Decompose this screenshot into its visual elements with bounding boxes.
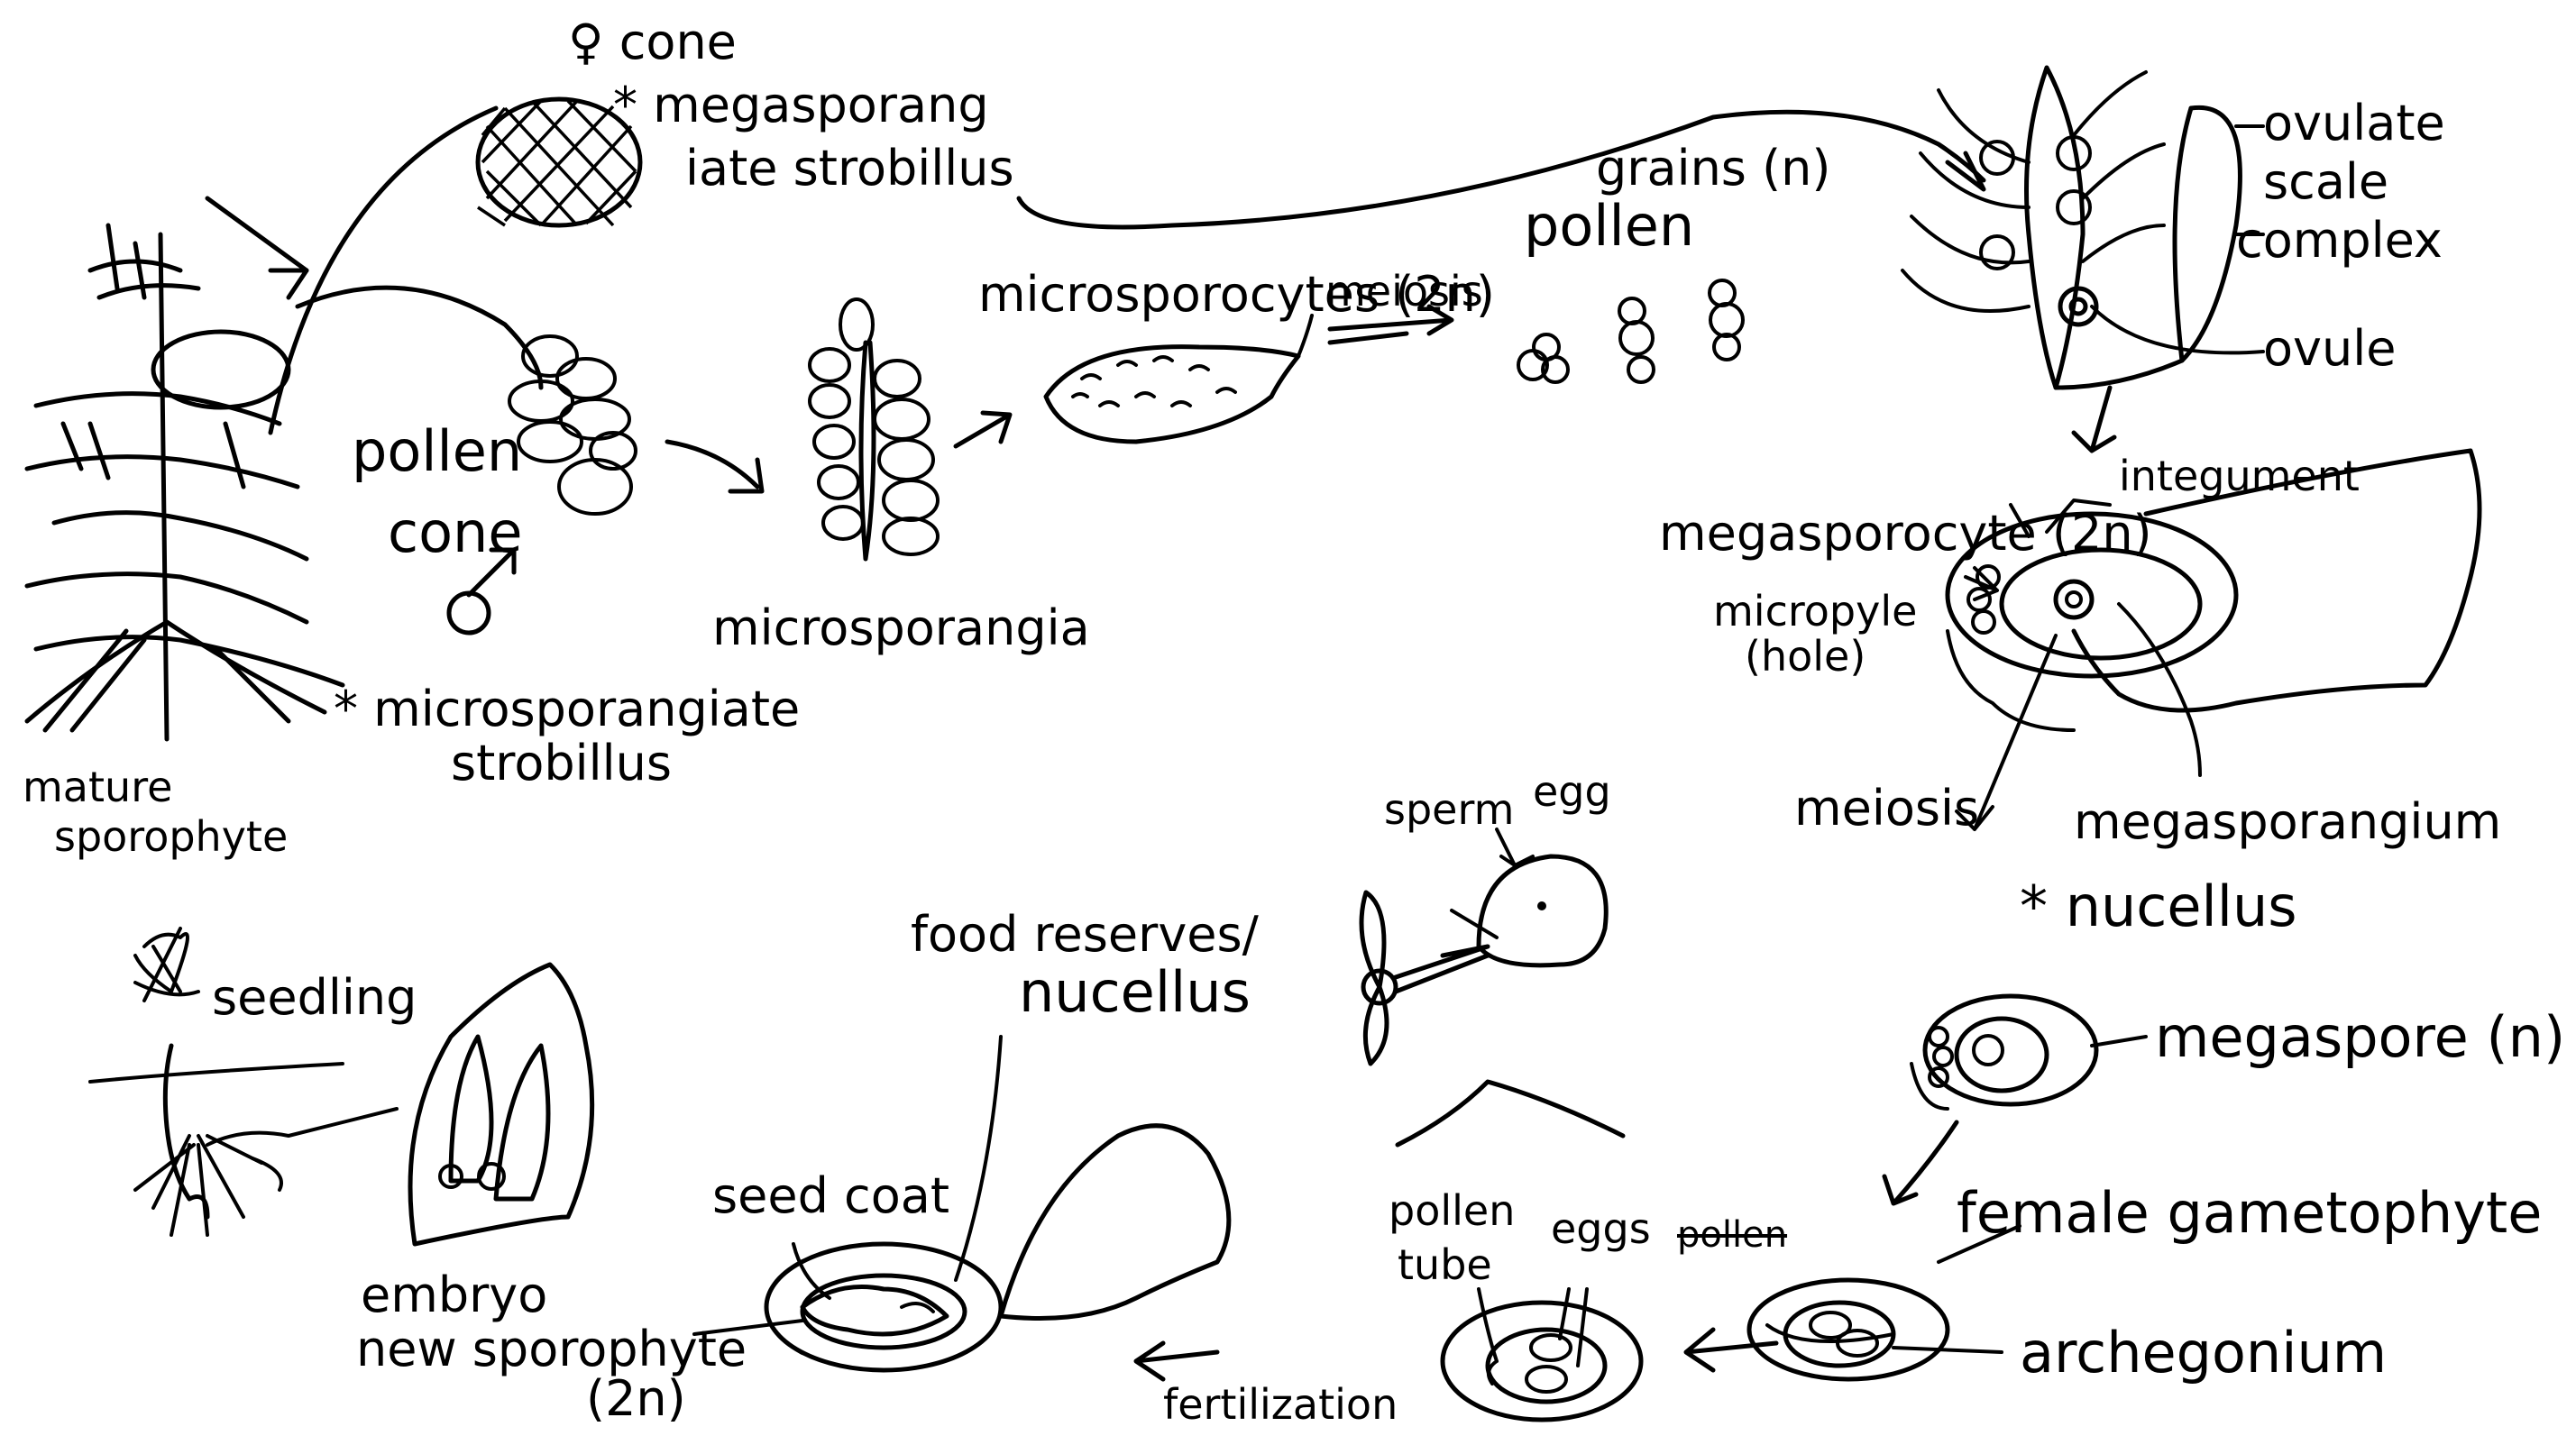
arrow-to-microsporangia <box>665 439 760 489</box>
label-pollen-cone-b: cone <box>388 499 523 565</box>
label-meiosis-right: meiosis <box>1794 780 1980 837</box>
label-ovulate-b: scale <box>2263 153 2389 210</box>
label-megasporocyte: megasporocyte (2n) <box>1659 505 2152 562</box>
label-microsporangiate-a: * microsporangiate <box>334 681 801 737</box>
line-food-reserves <box>954 1035 1003 1282</box>
label-embryo-b: new sporophyte <box>356 1321 747 1377</box>
arrow-to-female-gametophyte <box>1882 1120 1959 1206</box>
label-microsporocytes: microsporocytes (2n) <box>978 266 1495 323</box>
label-seed-coat: seed coat <box>712 1167 950 1224</box>
pollen-cone-icon <box>508 334 637 516</box>
egg-icon <box>1476 854 1609 968</box>
female-gametophyte-icon <box>1746 1277 1950 1382</box>
label-fertilization: fertilization <box>1163 1380 1398 1429</box>
label-pollen-tube-a: pollen <box>1389 1186 1516 1235</box>
line-to-ovulate-scale <box>1016 109 1986 230</box>
label-megaspore: megaspore (n) <box>2155 1004 2566 1070</box>
label-megasporangium: megasporangium <box>2074 793 2502 850</box>
line-to-female-cone <box>268 105 499 435</box>
label-microsporangiate-b: strobillus <box>451 735 673 791</box>
label-embryo-c: (2n) <box>586 1370 686 1427</box>
seed-icon <box>764 1123 1232 1373</box>
label-embryo-a: embryo <box>361 1267 548 1323</box>
label-eggs: eggs <box>1551 1204 1651 1253</box>
label-pollen-cone-a: pollen <box>352 418 523 484</box>
arrow-to-fertilization <box>1683 1327 1779 1373</box>
label-ovulate-a: ovulate <box>2263 95 2445 151</box>
arrow-ovule-down <box>2071 385 2117 453</box>
label-micropyle-b: (hole) <box>1745 632 1866 681</box>
label-archegonium: archegonium <box>2020 1320 2388 1386</box>
label-female-cone: ♀ cone <box>568 14 737 70</box>
female-cone-icon <box>475 96 643 228</box>
sperm-icon <box>1359 890 1490 1066</box>
ovule-dot <box>2058 286 2099 327</box>
pine-tree-icon <box>24 223 345 742</box>
microsporocyte-sac-icon <box>1043 314 1314 444</box>
microsporangia-icon <box>808 297 940 562</box>
arrow-fertilization <box>1133 1340 1220 1382</box>
pollen-grain-icon <box>1517 279 1745 384</box>
label-pollen-grains-b: grains (n) <box>1596 140 1831 197</box>
arrow-micropyle <box>1964 566 1999 601</box>
label-megasporangiate-a: * megasporang <box>613 77 989 133</box>
label-micropyle-a: micropyle <box>1713 587 1918 636</box>
line-to-pollen-cone <box>295 285 544 390</box>
label-mature-sporophyte-a: mature <box>23 763 173 811</box>
label-nucellus-right: * nucellus <box>2020 873 2297 939</box>
arrow-to-microsporocytes <box>953 410 1013 449</box>
arrow-tree-top <box>205 196 309 273</box>
male-symbol-circle <box>446 590 491 636</box>
label-ovulate-c: complex <box>2236 212 2443 269</box>
label-megasporangiate-b: iate strobillus <box>685 140 1014 197</box>
label-pollen-grains-a: pollen <box>1524 193 1695 259</box>
label-female-gametophyte: female gametophyte <box>1957 1180 2543 1246</box>
embryo-icon <box>408 962 595 1247</box>
label-pollen-crossed-out: pollen <box>1677 1214 1788 1256</box>
label-mature-sporophyte-b: sporophyte <box>54 812 289 861</box>
label-egg: egg <box>1533 767 1611 816</box>
label-microsporangia: microsporangia <box>712 599 1090 656</box>
sporophyte-cone-circle <box>151 329 291 410</box>
label-food-reserves-b: nucellus <box>1019 959 1251 1025</box>
label-seedling: seedling <box>212 969 417 1026</box>
label-meiosis-top: meiosis <box>1325 267 1483 316</box>
label-ovule: ovule <box>2263 320 2397 377</box>
label-sperm: sperm <box>1384 785 1515 834</box>
ovulate-scale-icon <box>1901 65 2242 390</box>
megaspore-icon <box>1910 993 2099 1111</box>
label-food-reserves-a: food reserves/ <box>911 906 1259 963</box>
arrow-meiosis-right <box>1955 634 2058 831</box>
label-pollen-tube-b: tube <box>1398 1240 1492 1289</box>
pollen-tube-icon <box>1395 1079 1644 1422</box>
label-integument: integument <box>2119 452 2360 500</box>
seedling-icon <box>88 927 399 1237</box>
ovule-section-icon <box>1945 448 2482 732</box>
arrow-meiosis-top <box>1327 304 1454 336</box>
